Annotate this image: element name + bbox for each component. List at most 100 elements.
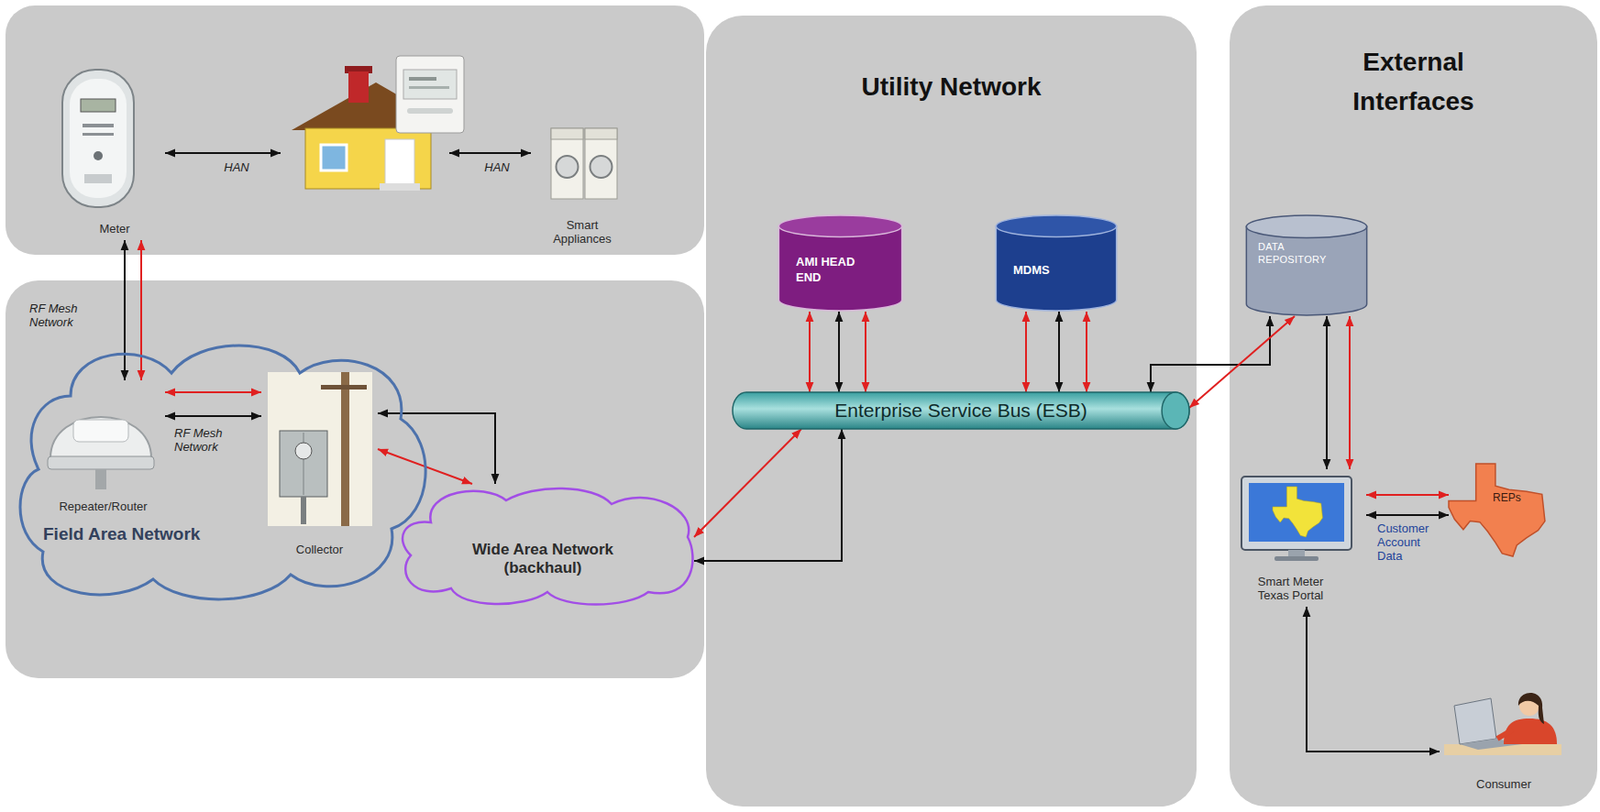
collector-picture bbox=[267, 372, 373, 527]
node-text: Smart Appliances bbox=[544, 219, 620, 247]
portal-monitor-picture bbox=[1241, 476, 1352, 551]
black-link-arrow bbox=[1325, 316, 1328, 470]
node-text: DATA REPOSITORY bbox=[1257, 240, 1341, 267]
black-link-arrow bbox=[1366, 514, 1449, 517]
house-picture bbox=[320, 144, 347, 171]
consumer-node: Consumer bbox=[1439, 678, 1568, 796]
smart-appliance-picture bbox=[556, 155, 579, 178]
red-link-arrow bbox=[1366, 494, 1449, 497]
node-text: Consumer bbox=[1476, 778, 1532, 793]
panel-background bbox=[5, 5, 705, 255]
thermostat-picture bbox=[396, 55, 464, 133]
data-repository-cylinder: DATA REPOSITORY bbox=[1245, 214, 1369, 317]
link-label: RF Mesh Network bbox=[172, 427, 239, 455]
han-arrow bbox=[165, 152, 531, 155]
han-arrow bbox=[449, 152, 531, 155]
meter-picture bbox=[82, 132, 114, 136]
cylM-outline bbox=[995, 215, 1116, 237]
thermostat-picture bbox=[408, 86, 450, 89]
meter-picture bbox=[93, 151, 103, 161]
node-text: External Interfaces bbox=[1344, 42, 1483, 122]
collector-picture bbox=[295, 442, 312, 460]
house-picture bbox=[379, 183, 420, 191]
house-picture bbox=[385, 139, 415, 189]
collector-node: Collector bbox=[261, 366, 378, 562]
network-label: HAN bbox=[474, 160, 519, 175]
external-interfaces-panel: External InterfacesDATA REPOSITORY Smart … bbox=[1229, 5, 1598, 807]
red-link-arrow bbox=[1085, 311, 1088, 393]
red-link-arrow bbox=[1189, 316, 1295, 409]
field-area-network-cloud: Field Area NetworkRepeater/RouterCollect… bbox=[15, 331, 433, 607]
cylR-outline bbox=[1246, 226, 1367, 316]
house-picture bbox=[348, 71, 369, 103]
smart-appliance-picture bbox=[551, 128, 584, 199]
node-text: Enterprise Service Bus (ESB) bbox=[834, 398, 1087, 422]
red-link-arrow bbox=[694, 429, 802, 538]
portal-monitor-picture bbox=[1272, 486, 1323, 538]
network-label: HAN bbox=[214, 160, 259, 175]
esb-outline bbox=[732, 392, 1190, 430]
portal-monitor-picture bbox=[1274, 556, 1319, 562]
black-link-arrow bbox=[838, 311, 840, 393]
link-label: Customer Account Data bbox=[1375, 522, 1440, 564]
collector-picture bbox=[320, 385, 367, 390]
smart-appliance-picture bbox=[584, 128, 618, 199]
portal-monitor-picture bbox=[1248, 483, 1345, 542]
texas-outline bbox=[1448, 463, 1545, 557]
node-text: Utility Network bbox=[860, 66, 1041, 107]
repeater-picture bbox=[47, 456, 155, 470]
consumer-picture bbox=[1454, 698, 1497, 745]
reps-texas-shape: REPs bbox=[1448, 463, 1546, 557]
meter-picture bbox=[84, 174, 112, 184]
smart-appliance-picture bbox=[590, 155, 613, 178]
node-text: Meter bbox=[99, 222, 130, 237]
black-link-arrow bbox=[377, 413, 496, 485]
thermostat-picture bbox=[408, 77, 437, 81]
red-link-arrow bbox=[1348, 316, 1351, 470]
meter-picture bbox=[80, 99, 116, 112]
node-text: MDMS bbox=[1013, 263, 1050, 279]
panel-background bbox=[5, 5, 1598, 807]
mdms-cylinder: MDMS bbox=[994, 214, 1118, 312]
cylR-outline bbox=[1246, 215, 1367, 238]
red-link-arrow bbox=[140, 240, 143, 381]
meter-picture bbox=[82, 123, 114, 128]
repeater-picture bbox=[47, 417, 155, 490]
black-link-arrow bbox=[165, 415, 262, 418]
repeater-picture bbox=[50, 417, 152, 459]
smart-appliance-picture bbox=[584, 128, 618, 140]
wan-outline bbox=[402, 488, 693, 606]
black-link-arrow bbox=[1306, 606, 1440, 752]
smart-appliance-picture bbox=[551, 128, 618, 199]
ami-head-end-cylinder: AMI HEAD END bbox=[777, 214, 904, 312]
house-picture bbox=[305, 128, 431, 189]
node-text: Smart Meter Texas Portal bbox=[1242, 575, 1339, 604]
node-text: Wide Area Network (backhaul) bbox=[460, 540, 626, 579]
portal-monitor-picture bbox=[1288, 550, 1305, 558]
collector-picture bbox=[267, 372, 373, 527]
thermostat-picture bbox=[396, 55, 464, 133]
panel-background bbox=[1229, 5, 1598, 807]
black-link-arrow bbox=[123, 240, 126, 381]
link-label: RF Mesh Network bbox=[27, 302, 85, 331]
utility-network-panel: Utility NetworkAMI HEAD END MDMS Enterpris… bbox=[706, 15, 1197, 807]
red-link-arrow bbox=[165, 391, 262, 394]
enterprise-service-bus: Enterprise Service Bus (ESB) bbox=[732, 392, 1190, 430]
portal-node: Smart Meter Texas Portal bbox=[1233, 469, 1367, 607]
esb-outline bbox=[1161, 392, 1190, 430]
repeater-picture bbox=[95, 469, 107, 490]
red-link-arrow bbox=[864, 311, 867, 393]
panel-background bbox=[706, 15, 1197, 807]
black-link-arrow bbox=[1058, 311, 1060, 393]
cylM-outline bbox=[995, 226, 1116, 311]
consumer-picture bbox=[1518, 693, 1545, 725]
node-text: Repeater/Router bbox=[58, 500, 147, 515]
meter-picture bbox=[62, 69, 134, 208]
black-link-arrow bbox=[694, 429, 842, 562]
consumer-picture bbox=[1444, 693, 1562, 756]
han-arrow bbox=[165, 152, 281, 155]
consumer-picture bbox=[1497, 729, 1513, 740]
node-text: REPs bbox=[1492, 491, 1522, 505]
panel-background bbox=[5, 280, 705, 679]
